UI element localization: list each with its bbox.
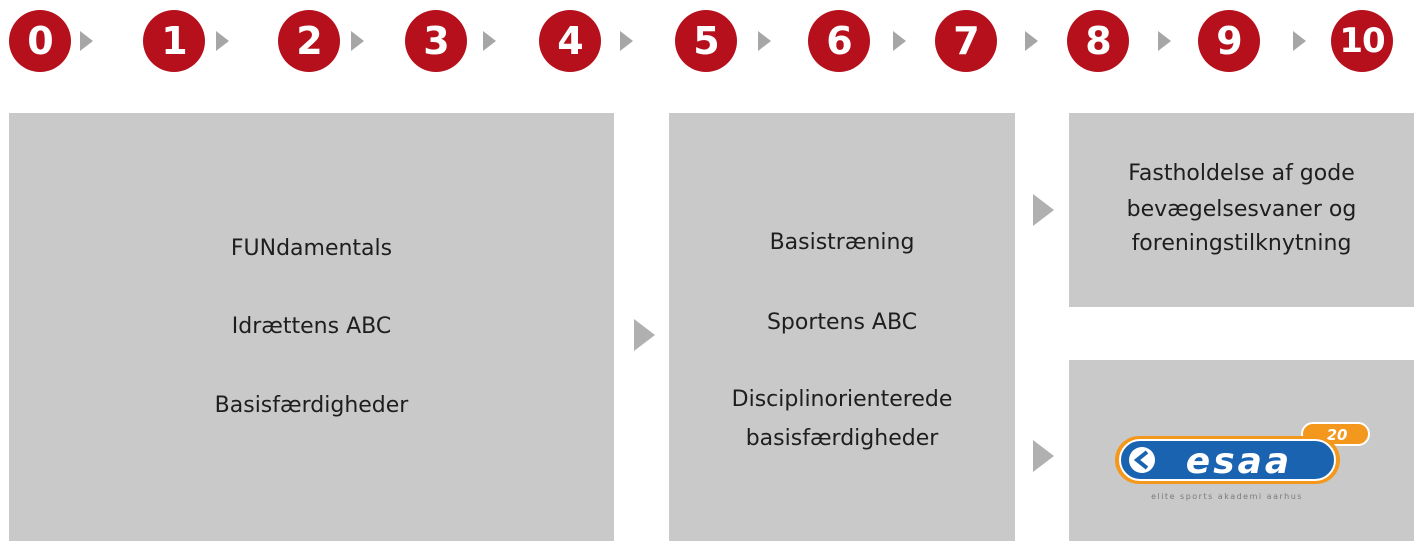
step-number: 5 bbox=[693, 19, 719, 63]
step-arrow-icon bbox=[1293, 31, 1306, 51]
esaa-logo: 20 esaa elite sports akademi aarhus bbox=[1115, 422, 1370, 501]
step-10: 10 bbox=[1331, 10, 1393, 72]
step-number: 2 bbox=[296, 19, 322, 63]
step-arrow-icon bbox=[893, 31, 906, 51]
step-arrow-icon bbox=[758, 31, 771, 51]
retention-line-1: Fastholdelse af gode bbox=[1128, 161, 1355, 186]
retention-line-2: bevægelsesvaner og bbox=[1126, 197, 1357, 222]
basistraening-box: Basistræning Sportens ABC Disciplinorien… bbox=[669, 113, 1015, 541]
esaa-emblem-icon bbox=[1129, 447, 1155, 473]
step-2: 2 bbox=[278, 10, 340, 72]
step-arrow-icon bbox=[216, 31, 229, 51]
step-sequence: 0 1 2 3 4 5 6 7 8 9 10 bbox=[0, 0, 1414, 78]
step-arrow-icon bbox=[1158, 31, 1171, 51]
esaa-box: 20 esaa elite sports akademi aarhus bbox=[1069, 360, 1414, 541]
sportens-abc-label: Sportens ABC bbox=[766, 310, 918, 335]
step-8: 8 bbox=[1067, 10, 1129, 72]
esaa-badge: 20 bbox=[1327, 426, 1348, 444]
step-number: 7 bbox=[953, 19, 979, 63]
step-3: 3 bbox=[405, 10, 467, 72]
step-arrow-icon bbox=[351, 31, 364, 51]
flow-arrow-icon bbox=[1033, 440, 1054, 472]
step-arrow-icon bbox=[1025, 31, 1038, 51]
step-arrow-icon bbox=[483, 31, 496, 51]
retention-line-3: foreningstilknytning bbox=[1131, 231, 1352, 256]
step-number: 4 bbox=[557, 19, 583, 63]
step-1: 1 bbox=[143, 10, 205, 72]
esaa-capsule-inner bbox=[1119, 439, 1336, 481]
step-arrow-icon bbox=[620, 31, 633, 51]
retention-box: Fastholdelse af gode bevægelsesvaner og … bbox=[1069, 113, 1414, 307]
basisfaerdigheder-label: basisfærdigheder bbox=[745, 426, 939, 451]
step-number: 0 bbox=[27, 19, 53, 63]
basistraening-label: Basistræning bbox=[769, 230, 915, 255]
esaa-wordmark: esaa bbox=[1186, 441, 1292, 482]
step-6: 6 bbox=[808, 10, 870, 72]
step-9: 9 bbox=[1198, 10, 1260, 72]
esaa-tagline: elite sports akademi aarhus bbox=[1151, 492, 1303, 501]
step-number: 3 bbox=[423, 19, 449, 63]
step-number: 9 bbox=[1216, 19, 1242, 63]
step-number: 1 bbox=[161, 19, 187, 63]
step-4: 4 bbox=[539, 10, 601, 72]
step-7: 7 bbox=[935, 10, 997, 72]
step-arrow-icon bbox=[80, 31, 93, 51]
step-number: 8 bbox=[1085, 19, 1111, 63]
disciplinorienterede-label: Disciplinorienterede bbox=[731, 387, 953, 412]
step-0: 0 bbox=[9, 10, 71, 72]
flow-arrow-icon bbox=[1033, 194, 1054, 226]
basisfaerdigheder-label: Basisfærdigheder bbox=[214, 393, 409, 418]
flow-arrow-icon bbox=[634, 319, 655, 351]
step-5: 5 bbox=[675, 10, 737, 72]
step-number: 10 bbox=[1339, 21, 1385, 61]
idraettens-abc-label: Idrættens ABC bbox=[231, 314, 392, 339]
step-number: 6 bbox=[826, 19, 852, 63]
fundamentals-label: FUNdamentals bbox=[230, 236, 393, 261]
fundamentals-box: FUNdamentals Idrættens ABC Basisfærdighe… bbox=[9, 113, 614, 541]
